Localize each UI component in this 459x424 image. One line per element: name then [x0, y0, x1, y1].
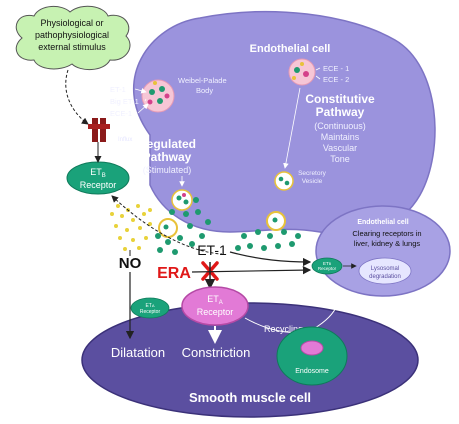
- clearance-etb-sub: B: [329, 262, 332, 266]
- eta-sub: A: [219, 300, 223, 306]
- lysosome: [358, 257, 412, 285]
- release-vesicle-right-icon: [266, 211, 286, 231]
- dilatation-label: Dilatation: [111, 345, 165, 360]
- endothelial-cell: Endothelial cell: [132, 10, 436, 236]
- stimulus-arrow: [65, 69, 89, 125]
- et1-to-clearance-arrow: [229, 251, 312, 267]
- constitutive-line6: Tone: [330, 154, 350, 164]
- svg-text:ETB: ETB: [323, 261, 332, 266]
- clearance-etb-receptor-label: Receptor: [318, 266, 337, 271]
- recycling-label: Recycling: [264, 324, 303, 334]
- secretory-line2: Vesicle: [302, 178, 323, 185]
- regulated-input-big-et1: Big ET-1: [110, 97, 139, 106]
- eta-small-label: ET: [145, 303, 151, 309]
- endothelial-cell-title: Endothelial cell: [250, 43, 331, 55]
- release-vesicle-left-icon: [158, 218, 178, 238]
- regulated-vesicle-icon: [171, 189, 193, 211]
- weibel-palade-line1: Weibel-Palade: [178, 76, 227, 85]
- etb-label: ET: [90, 167, 102, 177]
- clearance-etb-receptor: [311, 257, 343, 275]
- eta-receptor: ETA Receptor: [181, 286, 249, 326]
- ece-vesicle-icon: [288, 58, 316, 86]
- et1-molecules: [155, 197, 301, 255]
- no-molecules: [110, 204, 152, 251]
- lysosome-line1: Lysosomal: [371, 266, 399, 272]
- ece2-label: ECE - 2: [323, 75, 349, 84]
- no-label: NO: [119, 255, 142, 272]
- ion-channel-icon: [88, 118, 110, 142]
- eta-label: ET: [207, 294, 219, 304]
- etb-et1-dashed-arrow: [111, 195, 223, 255]
- clearance-endothelial-cell: Endothelial cell Clearing receptors in l…: [311, 205, 451, 297]
- eta-receptor-label: Receptor: [197, 307, 234, 317]
- etb-receptor: ETB Receptor: [66, 161, 130, 195]
- etb-receptor-label: Receptor: [80, 180, 117, 190]
- regulated-pathway-line3: (Stimulated): [143, 165, 192, 175]
- regulated-pathway-line2: Pathway: [143, 150, 192, 164]
- eta-receptor-small: ETA Receptor: [130, 297, 170, 319]
- endosome: Endosome: [276, 326, 348, 386]
- stimulus-line2: pathophysiological: [35, 30, 109, 40]
- etb-sub: B: [102, 173, 106, 179]
- clearance-line2: liver, kidney & lungs: [354, 239, 421, 248]
- stimulus-cloud: Physiological or pathophysiological exte…: [15, 5, 131, 70]
- stimulus-line1: Physiological or: [40, 18, 103, 28]
- eta-small-sub: A: [152, 303, 155, 308]
- constriction-label: Constriction: [182, 345, 251, 360]
- regulated-input-et1: ET-1: [110, 85, 126, 94]
- weibel-palade-body-icon: [141, 79, 175, 113]
- smooth-muscle-title: Smooth muscle cell: [189, 390, 311, 405]
- et1-label: ET-1: [197, 242, 227, 258]
- smooth-muscle-cell: Smooth muscle cell: [81, 302, 419, 418]
- weibel-palade-line2: Body: [196, 86, 213, 95]
- influx-label: Influx: [118, 137, 132, 143]
- constitutive-line1: Constitutive: [305, 92, 375, 106]
- svg-text:ETA: ETA: [145, 303, 154, 309]
- era-label: ERA: [157, 265, 191, 282]
- constitutive-line2: Pathway: [316, 105, 365, 119]
- constitutive-line3: (Continuous): [314, 121, 366, 131]
- regulated-pathway-line1: Regulated: [138, 137, 196, 151]
- secretory-line1: Secretory: [298, 170, 327, 177]
- clearance-line1: Clearing receptors in: [352, 229, 421, 238]
- era-to-etb-arrow: [191, 265, 312, 275]
- lysosome-line2: degradation: [369, 274, 401, 280]
- recycling-arrow: [244, 301, 340, 333]
- eta-small-receptor-label: Receptor: [140, 309, 161, 315]
- endosome-label: Endosome: [295, 368, 329, 375]
- regulated-input-ece1: ECE-1: [110, 109, 132, 118]
- constitutive-line5: Vascular: [323, 143, 357, 153]
- clearance-etb-label: ET: [323, 261, 329, 266]
- svg-text:ETB: ETB: [90, 167, 106, 179]
- constitutive-line4: Maintains: [321, 132, 360, 142]
- stimulus-line3: external stimulus: [38, 42, 106, 52]
- ece1-label: ECE - 1: [323, 64, 349, 73]
- clearance-title: Endothelial cell: [357, 219, 408, 226]
- secretory-vesicle-icon: [274, 171, 294, 191]
- svg-text:ETA: ETA: [207, 294, 223, 306]
